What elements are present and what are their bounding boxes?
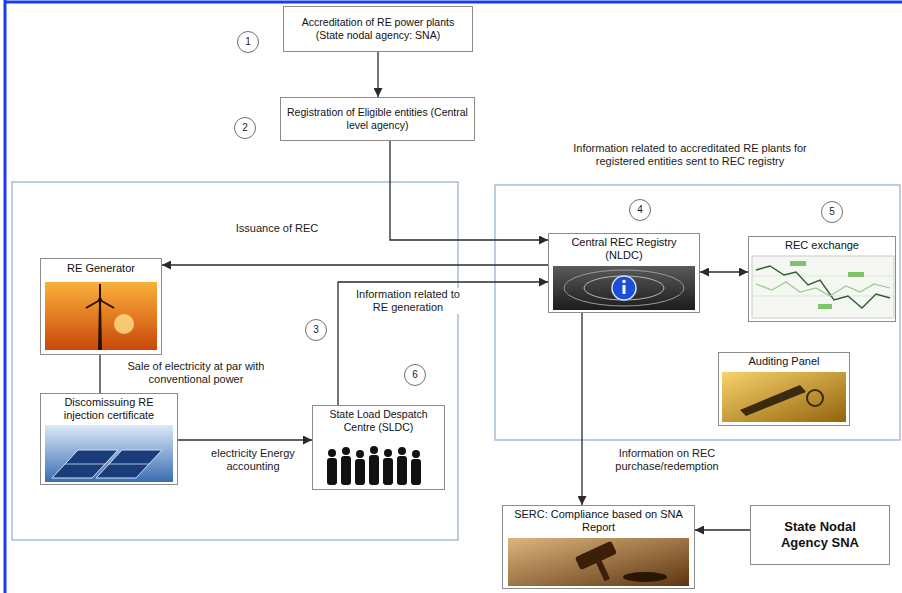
sunset-sky	[45, 282, 157, 350]
chart-tag	[848, 272, 864, 277]
callout-number: 4	[629, 199, 651, 221]
picture-box: Central REC Registry (NLDC)	[548, 233, 700, 313]
box-text: Registration of Eligible entities (Centr…	[284, 106, 471, 132]
person-head	[398, 447, 406, 455]
auditing-ground	[722, 372, 846, 422]
edge-label: Information on REC purchase/redemption	[592, 447, 742, 473]
person-body	[397, 456, 407, 485]
turbine-blade	[100, 300, 114, 308]
picture-box: State Load Despatch Centre (SLDC)	[312, 405, 445, 490]
frame-line	[4, 0, 7, 593]
callout-number: 6	[404, 364, 426, 386]
people-picture	[327, 446, 421, 485]
person-head	[356, 450, 364, 458]
agency-box: State Nodal Agency SNA	[750, 505, 890, 565]
gavel-ground	[508, 538, 689, 586]
box-text: Central REC Registry (NLDC)	[552, 236, 696, 262]
exchange-chart-picture	[752, 256, 894, 318]
registry-ground	[553, 266, 695, 310]
callout-number: 5	[821, 201, 843, 223]
callout-number: 2	[234, 117, 256, 139]
edge-label: electricity Energy accounting	[205, 447, 301, 473]
pen-shape	[740, 385, 806, 416]
picture-box: Auditing Panel	[718, 352, 850, 426]
registry-picture	[553, 266, 695, 310]
person-body	[369, 455, 379, 485]
callout-number: 1	[237, 31, 259, 53]
edge-label: Sale of electricity at par with conventi…	[106, 360, 286, 386]
info-button	[612, 276, 636, 300]
wind-turbine-picture	[45, 282, 157, 350]
gavel-picture	[508, 538, 689, 588]
connector-arrow	[695, 529, 750, 530]
turbine-tower	[98, 301, 102, 350]
process-box: Accreditation of RE power plants (State …	[283, 6, 473, 52]
turbine-hub	[98, 298, 102, 302]
picture-box: SERC: Compliance based on SNA Report	[502, 505, 695, 589]
connector-arrow	[162, 264, 548, 265]
box-text: Auditing Panel	[722, 355, 846, 368]
person-head	[384, 449, 392, 457]
frame-line	[4, 1, 902, 4]
sky-ground	[45, 425, 173, 482]
sun	[114, 314, 134, 334]
edge-label: Information related to RE generation	[356, 288, 460, 314]
box-text: RE Generator	[44, 262, 158, 275]
connector-arrow	[377, 52, 378, 97]
solar-panel	[96, 450, 162, 478]
picture-box: Discomissuing RE injection certificate	[40, 393, 178, 485]
chart-ground	[752, 256, 894, 318]
connector-arrow	[99, 355, 100, 393]
chart-line	[756, 282, 890, 296]
box-text: Discomissuing RE injection certificate	[44, 396, 174, 422]
callout-number: 3	[305, 319, 327, 341]
chart-tag	[790, 261, 806, 266]
gavel-block	[623, 572, 667, 582]
panel-grid	[109, 464, 149, 465]
gavel-handle	[596, 561, 610, 582]
person-body	[411, 459, 421, 485]
box-text: State Nodal Agency SNA	[763, 519, 877, 551]
person-body	[327, 458, 337, 485]
connector-arrow	[390, 141, 548, 240]
left-panel	[12, 182, 458, 540]
lens-shape	[807, 390, 823, 406]
process-box: Registration of Eligible entities (Centr…	[280, 97, 475, 141]
person-head	[412, 450, 420, 458]
info-symbol	[622, 280, 626, 284]
person-body	[383, 458, 393, 485]
box-text: Accreditation of RE power plants (State …	[287, 16, 469, 42]
connector-arrow	[700, 271, 748, 272]
turbine-blade	[99, 284, 101, 300]
info-symbol	[623, 285, 626, 294]
connector-arrow	[581, 313, 582, 505]
edge-label: Issuance of REC	[232, 222, 322, 235]
person-head	[370, 446, 378, 454]
person-body	[341, 456, 351, 485]
gavel	[575, 541, 626, 589]
registry-ring	[564, 270, 684, 306]
connector-arrow	[178, 439, 312, 440]
box-text: REC exchange	[752, 239, 892, 252]
solar-panel-picture	[45, 425, 173, 482]
box-text: SERC: Compliance based on SNA Report	[506, 508, 691, 534]
picture-box: REC exchange	[748, 236, 896, 322]
chart-line	[756, 266, 890, 308]
person-head	[328, 449, 336, 457]
turbine-blade	[86, 300, 100, 308]
note-text: Information related to accreditated RE p…	[560, 142, 820, 168]
registry-ring	[584, 276, 664, 300]
gavel-head	[575, 541, 617, 571]
right-panel	[495, 185, 900, 440]
person-body	[355, 459, 365, 485]
chart-tag	[818, 304, 832, 309]
picture-box: RE Generator	[40, 258, 162, 355]
connector-arrow	[338, 282, 548, 405]
panel-grid	[65, 464, 105, 465]
box-text: State Load Despatch Centre (SLDC)	[316, 408, 441, 434]
chart-grid	[752, 276, 894, 277]
auditing-picture	[722, 372, 846, 422]
person-head	[342, 447, 350, 455]
